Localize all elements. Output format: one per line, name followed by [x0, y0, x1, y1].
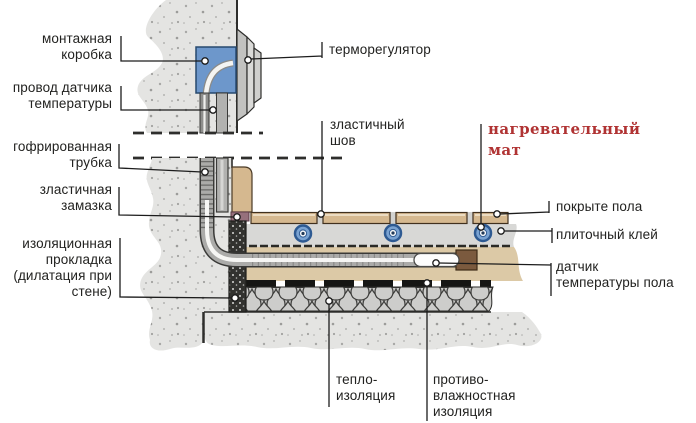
label-sensor-wire: провод датчика температуры	[12, 80, 112, 111]
tubes-upper	[199, 92, 228, 134]
dot-mounting-box	[201, 57, 209, 65]
dot-corrugated-tube	[201, 168, 209, 176]
dot-floor-covering	[493, 210, 501, 218]
label-floor-covering: покрыте пола	[556, 199, 643, 214]
leader-tile-adhesive	[504, 228, 553, 243]
label-tile-adhesive: плиточный клей	[556, 227, 658, 242]
label-heating-mat: нагревательный мат	[488, 120, 641, 159]
dot-thermal-insulation	[325, 297, 333, 305]
dot-insulation-gasket	[231, 294, 239, 302]
label-elastic-joint: зластичный шов	[330, 117, 405, 148]
floor-slab-concrete	[202, 311, 542, 351]
thermostat-device	[236, 28, 262, 122]
dot-elastic-joint	[317, 210, 325, 218]
label-moisture-insulation: противо- влажностная изоляция	[433, 372, 516, 419]
floor-covering-tiles	[250, 211, 509, 225]
leader-mounting-box	[120, 36, 202, 62]
leader-sensor-wire	[120, 86, 210, 111]
dot-tile-adhesive	[497, 227, 505, 235]
dot-thermostat	[244, 56, 252, 64]
heating-cable-2	[383, 223, 403, 243]
leader-lines	[118, 36, 553, 421]
dot-moisture-insulation	[423, 279, 431, 287]
label-mounting-box: монтажная коробка	[42, 31, 112, 62]
label-elastic-putty: зластичная замазка	[39, 182, 112, 213]
thermal-insulation-layer	[245, 286, 494, 312]
leader-corrugated-tube	[118, 144, 203, 173]
heating-cable-1	[293, 224, 313, 243]
sensor-wire-arc	[203, 60, 234, 96]
wall-break-lines	[133, 131, 347, 160]
dot-floor-sensor	[432, 259, 440, 267]
dot-sensor-wire	[209, 106, 217, 114]
dot-heating-mat	[477, 223, 485, 231]
leader-thermostat	[250, 42, 323, 60]
label-insulation-gasket: изоляционная прокладка (дилатация при ст…	[13, 236, 112, 299]
label-corrugated-tube: гофрированная трубка	[13, 139, 112, 170]
leader-insulation-gasket	[119, 238, 233, 299]
label-floor-sensor: датчик температуры пола	[556, 259, 674, 290]
label-thermostat: терморегулятор	[329, 42, 431, 57]
pointer-dots	[201, 56, 505, 305]
conduit-tube-lower	[215, 157, 229, 213]
corrugated-tube-shape	[199, 158, 458, 268]
tile-adhesive-layer	[246, 224, 517, 248]
leader-elastic-putty	[118, 187, 235, 218]
leader-floor-covering	[499, 201, 550, 215]
dot-elastic-putty	[233, 213, 241, 221]
floor-sensor-assembly	[413, 249, 478, 271]
label-thermal-insulation: тепло- изоляция	[336, 372, 396, 403]
leader-floor-sensor	[438, 262, 552, 296]
wall-skirting-tile	[231, 166, 253, 213]
